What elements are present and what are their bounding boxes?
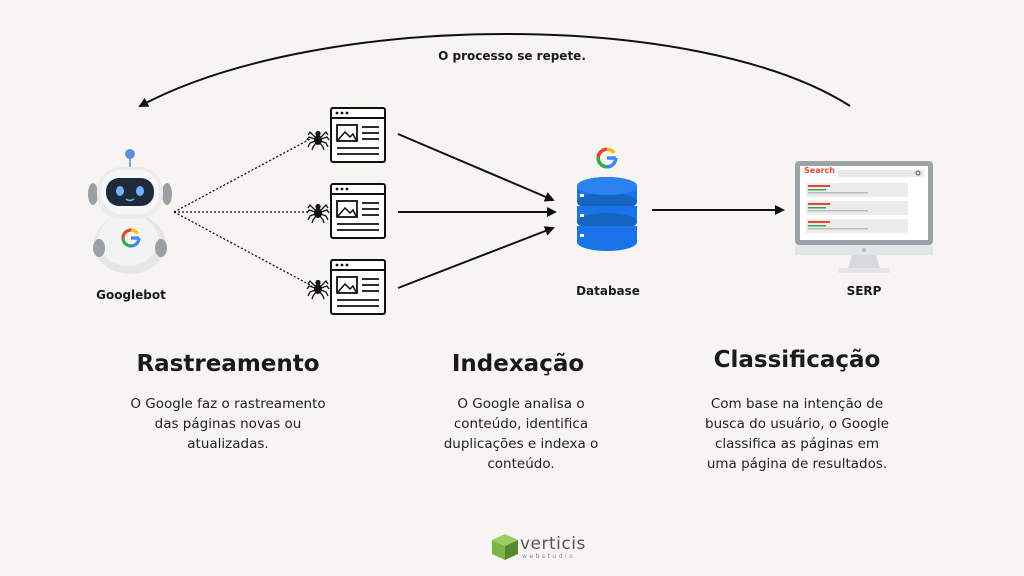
stage-desc-ranking: Com base na intenção de busca do usuário… (705, 396, 889, 472)
brand-sub: webstudio (522, 553, 576, 560)
spider-icon (306, 203, 330, 224)
webpage-icon (330, 259, 386, 315)
database-icon (577, 147, 637, 251)
webpage-icon (330, 183, 386, 239)
verticis-logo-icon (492, 534, 518, 560)
stage-desc-indexing: O Google analisa o conteúdo, identifica … (443, 396, 599, 472)
stage-title-indexing: Indexação (451, 351, 585, 377)
spider-icon (306, 279, 330, 300)
spider-icon (306, 130, 330, 151)
googlebot-label: Googlebot (96, 288, 166, 302)
database-label: Database (576, 284, 640, 298)
crawl-lines (173, 137, 313, 287)
repeat-loop-arrow (138, 33, 851, 107)
stage-title-ranking: Classificação (713, 347, 881, 373)
brand-name: verticis (520, 534, 586, 554)
stage-title-crawling: Rastreamento (136, 351, 320, 377)
index-arrow (397, 133, 555, 202)
stage-desc-crawling: O Google faz o rastreamento das páginas … (130, 396, 326, 452)
index-arrow (397, 226, 555, 289)
serp-monitor-icon (795, 161, 933, 273)
serp-label: SERP (846, 284, 882, 298)
googlebot-robot-icon (88, 149, 172, 274)
webpage-icon (330, 107, 386, 163)
loop-label: O processo se repete. (438, 49, 586, 63)
serp-search-label: Search (804, 166, 835, 175)
